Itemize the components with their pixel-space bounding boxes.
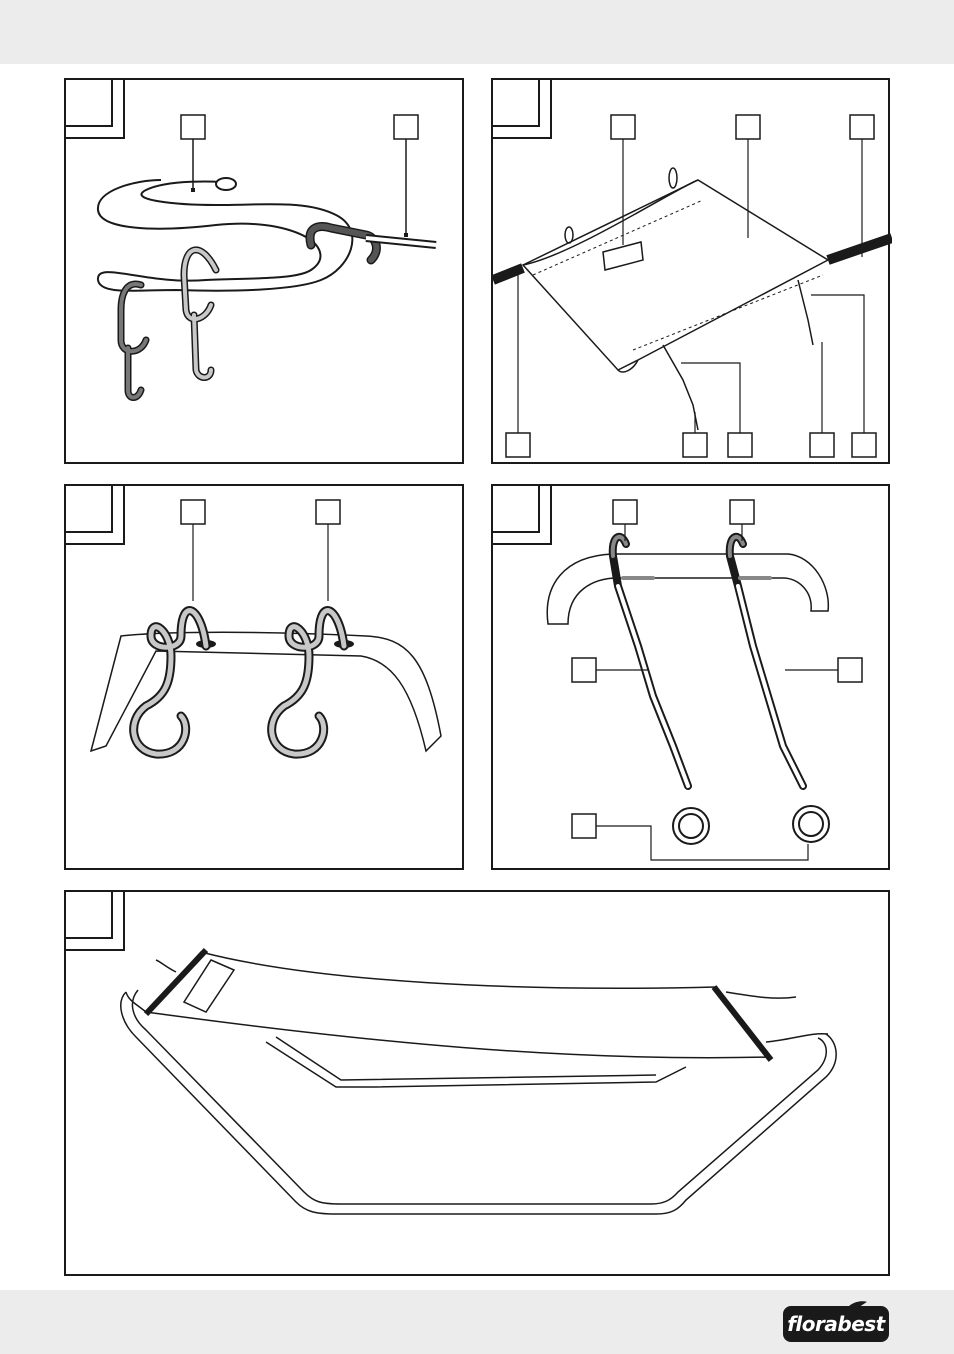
figure-4-panel — [491, 484, 890, 870]
figure-tab — [493, 486, 540, 533]
figure-1-panel — [64, 78, 464, 464]
leaf-icon — [845, 1301, 867, 1312]
figure-5-panel — [64, 890, 890, 1276]
callout-box — [315, 499, 341, 525]
hammock-fabric — [144, 951, 773, 1059]
callout-box — [180, 499, 206, 525]
figure-tab — [66, 486, 113, 533]
figure-1-illustration — [66, 80, 437, 401]
frame-tube — [96, 177, 354, 292]
hammock-stand — [120, 989, 837, 1215]
florabest-logo: florabest — [783, 1301, 889, 1342]
callout-box — [180, 114, 206, 140]
callout-boxes — [505, 114, 877, 458]
figure-2-illustration — [493, 80, 892, 458]
dark-chain — [117, 280, 150, 401]
figure-tab — [66, 80, 113, 127]
figure-tab — [66, 892, 113, 939]
header-band — [0, 0, 954, 64]
figure-4-illustration — [493, 486, 863, 861]
pillow — [182, 959, 236, 1013]
logo-wordmark: florabest — [783, 1306, 889, 1342]
figure-tab — [493, 80, 540, 127]
figure-3-panel — [64, 484, 464, 870]
figure-3-illustration — [66, 486, 442, 759]
figure-5-illustration — [66, 892, 837, 1215]
callout-box — [393, 114, 419, 140]
figure-2-panel — [491, 78, 892, 464]
